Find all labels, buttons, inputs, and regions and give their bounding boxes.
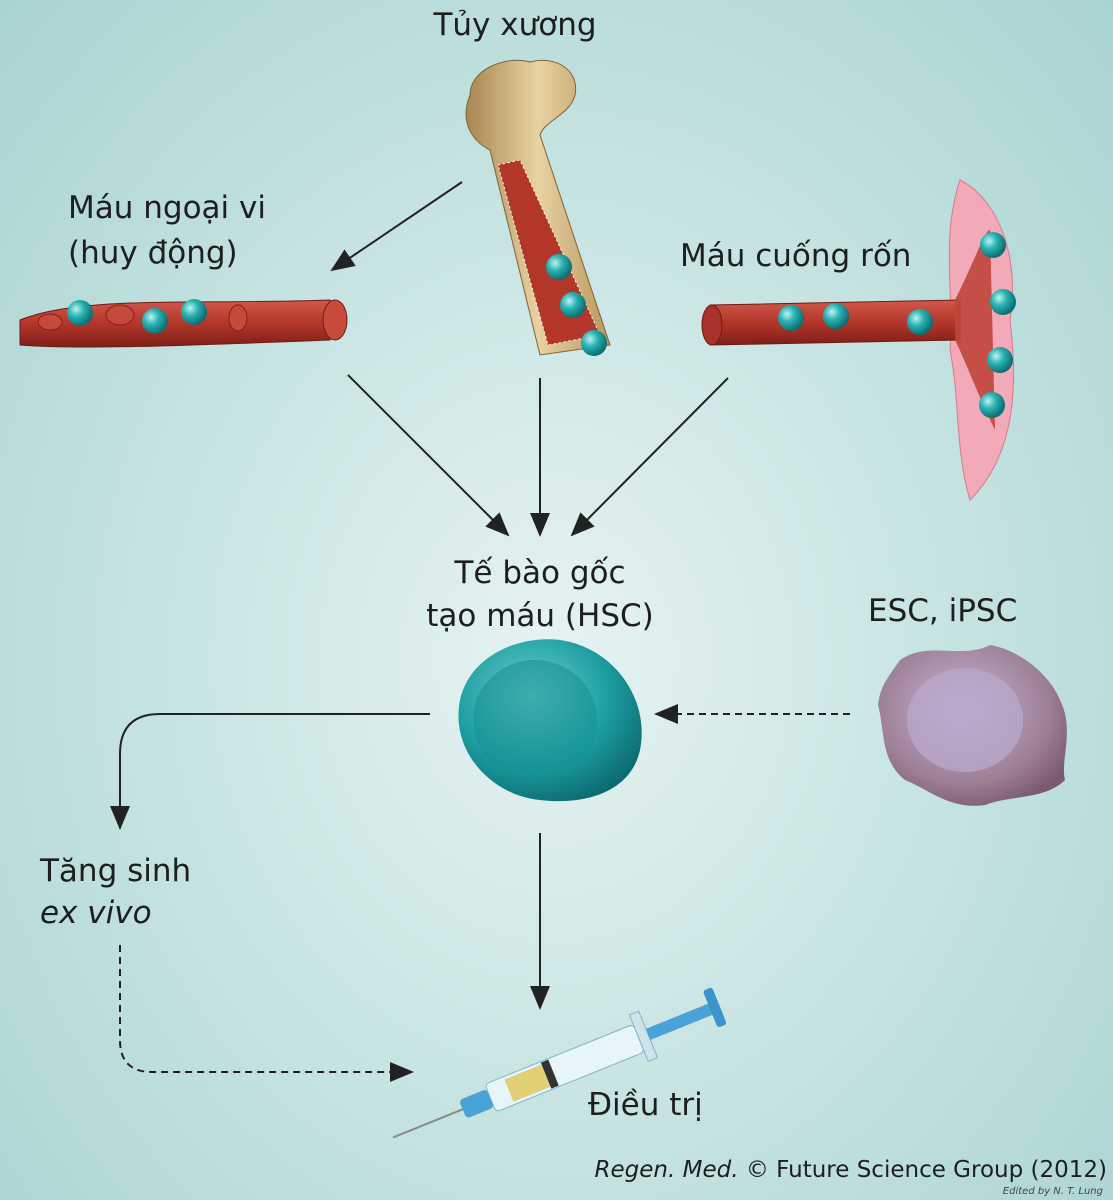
esc-ipsc-cell — [878, 645, 1067, 806]
label-therapy: Điều trị — [588, 1087, 703, 1123]
hsc-cell — [458, 639, 642, 802]
credit-edited: Edited by N. T. Lung — [1002, 1186, 1103, 1197]
flow-arrows — [110, 181, 850, 1082]
label-bone-marrow: Tủy xương — [433, 7, 597, 43]
label-ex-vivo: ex vivo — [40, 895, 152, 931]
credit-line: Regen. Med. © Future Science Group (2012… — [595, 1157, 1107, 1183]
label-esc-ipsc: ESC, iPSC — [868, 593, 1018, 629]
cord-blood-illustration — [701, 179, 1016, 501]
label-peripheral-blood: Máu ngoại vi — [68, 190, 266, 226]
label-cord-blood: Máu cuống rốn — [680, 238, 912, 274]
credit-publisher: © Future Science Group (2012) — [745, 1157, 1107, 1183]
label-peripheral-blood-mobilized: (huy động) — [68, 235, 238, 271]
credit-journal: Regen. Med. — [594, 1157, 739, 1183]
arrow-peripheral-to-hsc — [347, 374, 510, 537]
bone-marrow-illustration — [465, 59, 611, 356]
arrow-hsc-to-expansion — [110, 713, 430, 830]
label-hsc-line1: Tế bào gốc — [454, 555, 626, 591]
label-expansion: Tăng sinh — [40, 853, 192, 889]
arrow-cord-to-hsc — [570, 377, 729, 537]
arrow-bone-to-peripheral — [330, 181, 463, 272]
peripheral-blood-vessel-illustration — [19, 299, 348, 348]
syringe-illustration — [392, 987, 727, 1139]
arrow-expansion-to-therapy — [119, 945, 414, 1082]
label-hsc-line2: tạo máu (HSC) — [426, 598, 654, 634]
